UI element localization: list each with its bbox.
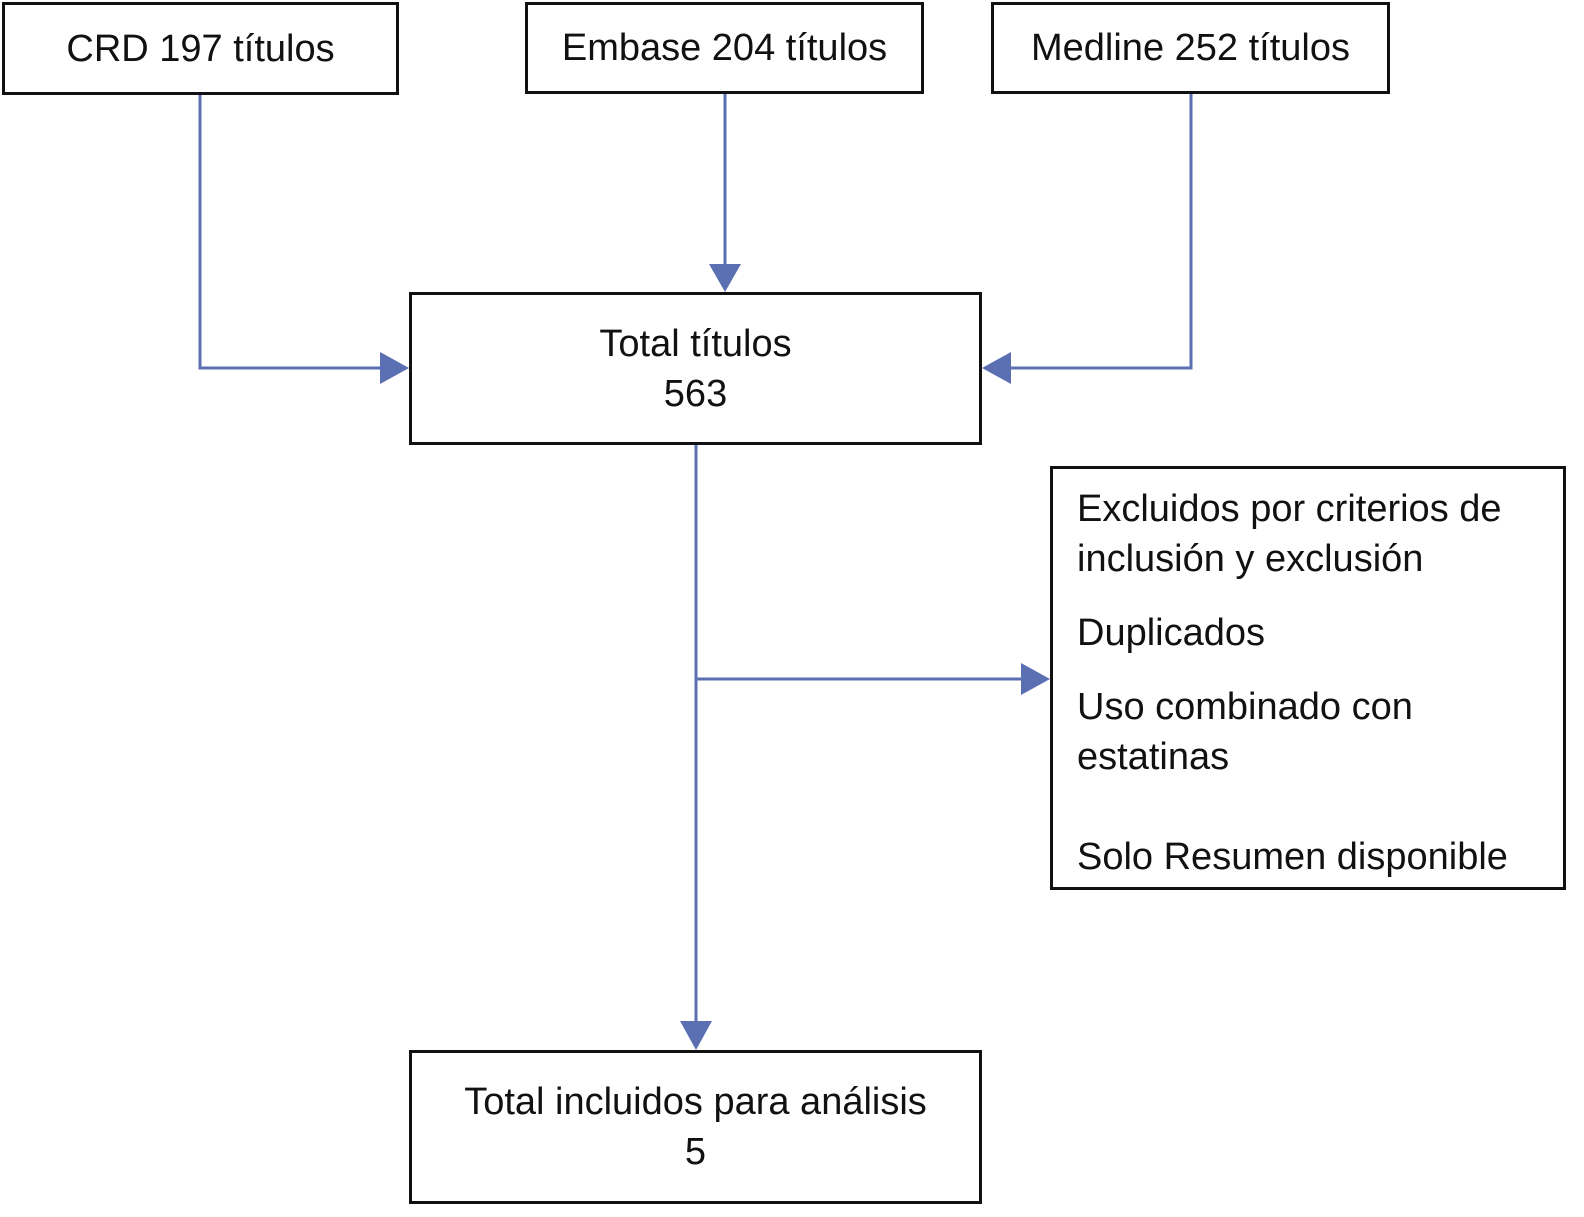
source-medline-label: Medline 252 títulos xyxy=(1031,27,1350,69)
source-crd-label: CRD 197 títulos xyxy=(66,27,335,70)
arrowhead-included xyxy=(680,1021,712,1050)
spacer xyxy=(1077,782,1563,832)
excluded-statins-line2: estatinas xyxy=(1077,736,1230,778)
connector-crd-to-total xyxy=(198,95,382,370)
source-box-embase: Embase 204 títulos xyxy=(525,2,924,94)
source-box-crd: CRD 197 títulos xyxy=(2,2,399,95)
spacer xyxy=(1077,658,1563,682)
source-box-medline: Medline 252 títulos xyxy=(991,2,1390,94)
total-titles-value: 563 xyxy=(663,372,728,415)
included-label: Total incluidos para análisis xyxy=(464,1081,927,1123)
included-value: 5 xyxy=(684,1131,707,1173)
excluded-statins-line1: Uso combinado con xyxy=(1077,686,1413,728)
excluded-duplicates: Duplicados xyxy=(1077,612,1265,654)
excluded-criteria-line1: Excluidos por criterios de xyxy=(1077,488,1502,530)
source-embase-label: Embase 204 títulos xyxy=(561,27,888,69)
total-titles-box: Total títulos 563 xyxy=(409,292,982,445)
connector-medline-to-total xyxy=(1010,94,1193,370)
spacer xyxy=(1077,584,1563,608)
arrowhead-crd xyxy=(380,352,409,384)
excluded-box: Excluidos por criterios de inclusión y e… xyxy=(1050,466,1566,890)
arrowhead-embase xyxy=(709,264,741,292)
excluded-criteria-line2: inclusión y exclusión xyxy=(1077,538,1424,580)
arrowhead-excluded xyxy=(1021,663,1050,695)
arrowhead-medline xyxy=(982,352,1011,384)
included-box: Total incluidos para análisis 5 xyxy=(409,1050,982,1204)
excluded-abstract-only: Solo Resumen disponible xyxy=(1077,836,1508,878)
total-titles-label: Total títulos xyxy=(599,322,792,365)
